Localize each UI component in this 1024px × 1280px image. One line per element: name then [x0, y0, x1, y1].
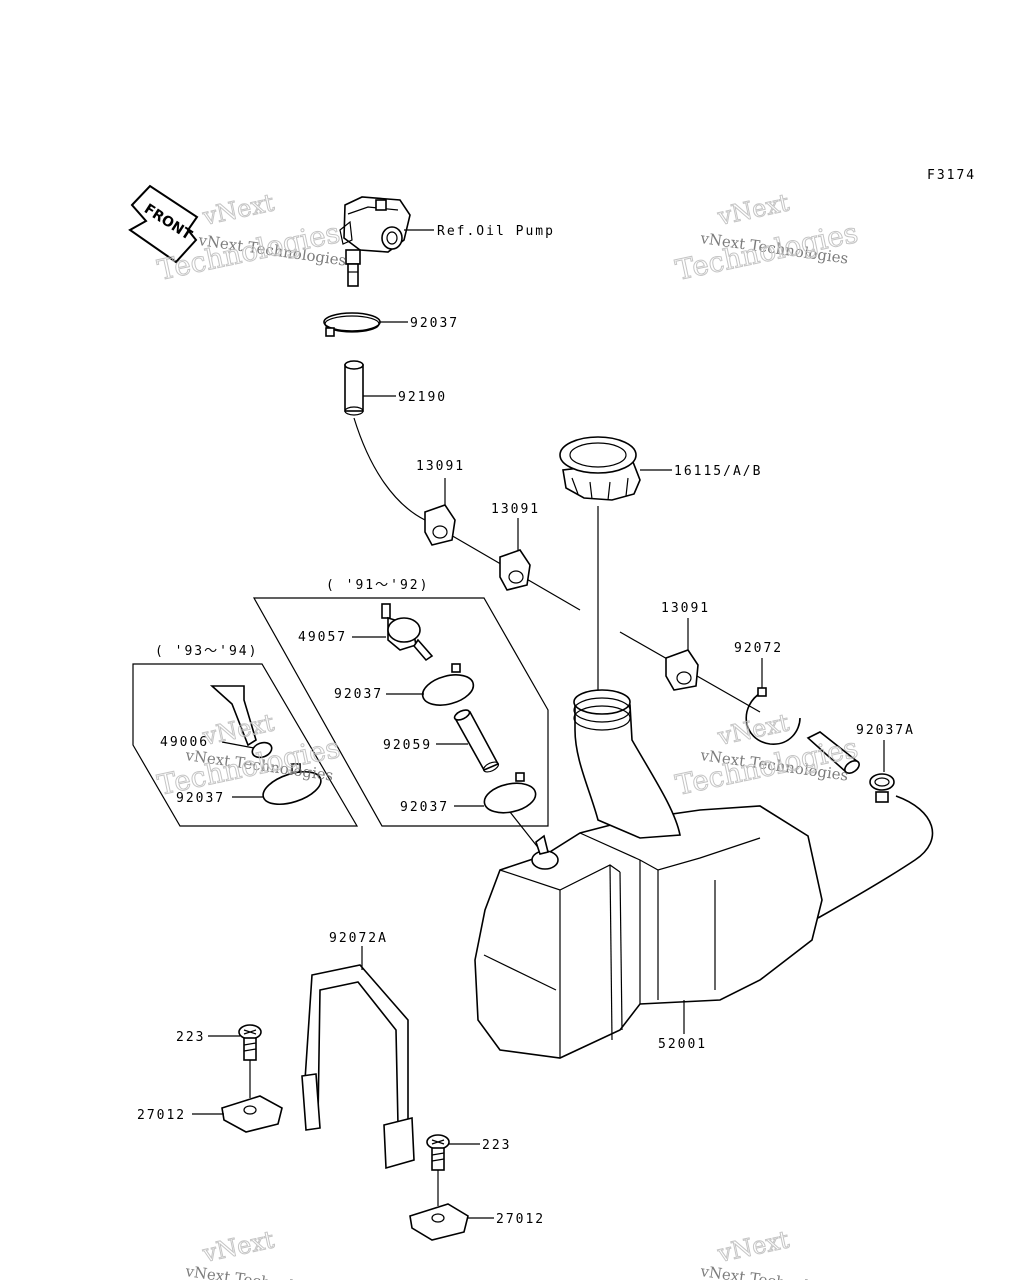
svg-text:vNext: vNext: [714, 1225, 792, 1268]
group-label-91-92: ( '91～'92): [326, 578, 429, 593]
callout-13091-b: 13091: [491, 502, 540, 517]
watermark: vNext vNext Technologies Technologies: [154, 708, 343, 802]
hose-clip-icon: [424, 504, 456, 546]
bracket-icon: [409, 1203, 469, 1241]
callout-223-left: 223: [176, 1030, 205, 1045]
oil-hose-icon: [344, 360, 364, 416]
watermark: vNext vNext Technologies Technologies: [672, 188, 861, 287]
callout-92190: 92190: [398, 390, 447, 405]
oil-tank-illustration: [474, 689, 934, 1059]
hose-clip-icon: [499, 549, 531, 591]
callout-13091-a: 13091: [416, 459, 465, 474]
callout-92072A: 92072A: [329, 931, 388, 946]
ref-oil-pump-label: Ref.Oil Pump: [437, 224, 555, 239]
group-box-93-94: [132, 663, 359, 827]
hose-clip-icon: [665, 649, 699, 691]
callout-49006: 49006: [160, 735, 209, 750]
hose-joint-icon: [209, 685, 273, 759]
hose-clamp-icon: [869, 773, 895, 803]
callout-223-right: 223: [482, 1138, 511, 1153]
group-label-93-94: ( '93～'94): [155, 644, 258, 659]
hose-clamp-icon: [323, 312, 381, 337]
svg-text:vNext: vNext: [199, 1225, 277, 1268]
oil-filter-icon: [381, 603, 434, 662]
bracket-icon: [221, 1095, 283, 1133]
tank-cap-icon: [559, 436, 641, 501]
callout-92059: 92059: [383, 738, 432, 753]
hose-clamp-icon: [483, 772, 537, 814]
oil-pump-illustration: [339, 196, 411, 287]
svg-text:vNext Technologies: vNext Technologies: [698, 1262, 849, 1280]
callout-92037A: 92037A: [856, 723, 915, 738]
svg-text:vNext: vNext: [199, 188, 277, 231]
watermark: vNext vNext Technologies Technologies: [672, 708, 861, 802]
watermark: vNext vNext Technologies: [698, 1225, 849, 1280]
callout-52001: 52001: [658, 1037, 707, 1052]
callout-49057: 49057: [298, 630, 347, 645]
group-box-91-92: [252, 597, 549, 827]
callout-27012-left: 27012: [137, 1108, 186, 1123]
callout-92037-91b: 92037: [400, 800, 449, 815]
oil-hose-icon: [806, 731, 860, 774]
callout-13091-c: 13091: [661, 601, 710, 616]
callout-92037-91a: 92037: [334, 687, 383, 702]
callout-92072: 92072: [734, 641, 783, 656]
callout-27012-right: 27012: [496, 1212, 545, 1227]
bolt-icon: [238, 1024, 262, 1061]
callout-16115: 16115/A/B: [674, 464, 762, 479]
hose-clamp-icon: [421, 663, 475, 706]
callout-92037-93: 92037: [176, 791, 225, 806]
svg-text:vNext Technologies: vNext Technologies: [183, 1262, 334, 1280]
svg-text:vNext: vNext: [714, 188, 792, 231]
bolt-icon: [426, 1134, 450, 1171]
tank-band-icon: [301, 964, 415, 1170]
callout-92037-top: 92037: [410, 316, 459, 331]
svg-text:Technologies: Technologies: [673, 731, 861, 802]
svg-text:vNext: vNext: [714, 708, 792, 751]
figure-code: F3174: [927, 168, 976, 183]
watermark: vNext vNext Technologies: [183, 1225, 334, 1280]
oil-hose-icon: [453, 709, 500, 773]
svg-text:Technologies: Technologies: [673, 216, 861, 287]
